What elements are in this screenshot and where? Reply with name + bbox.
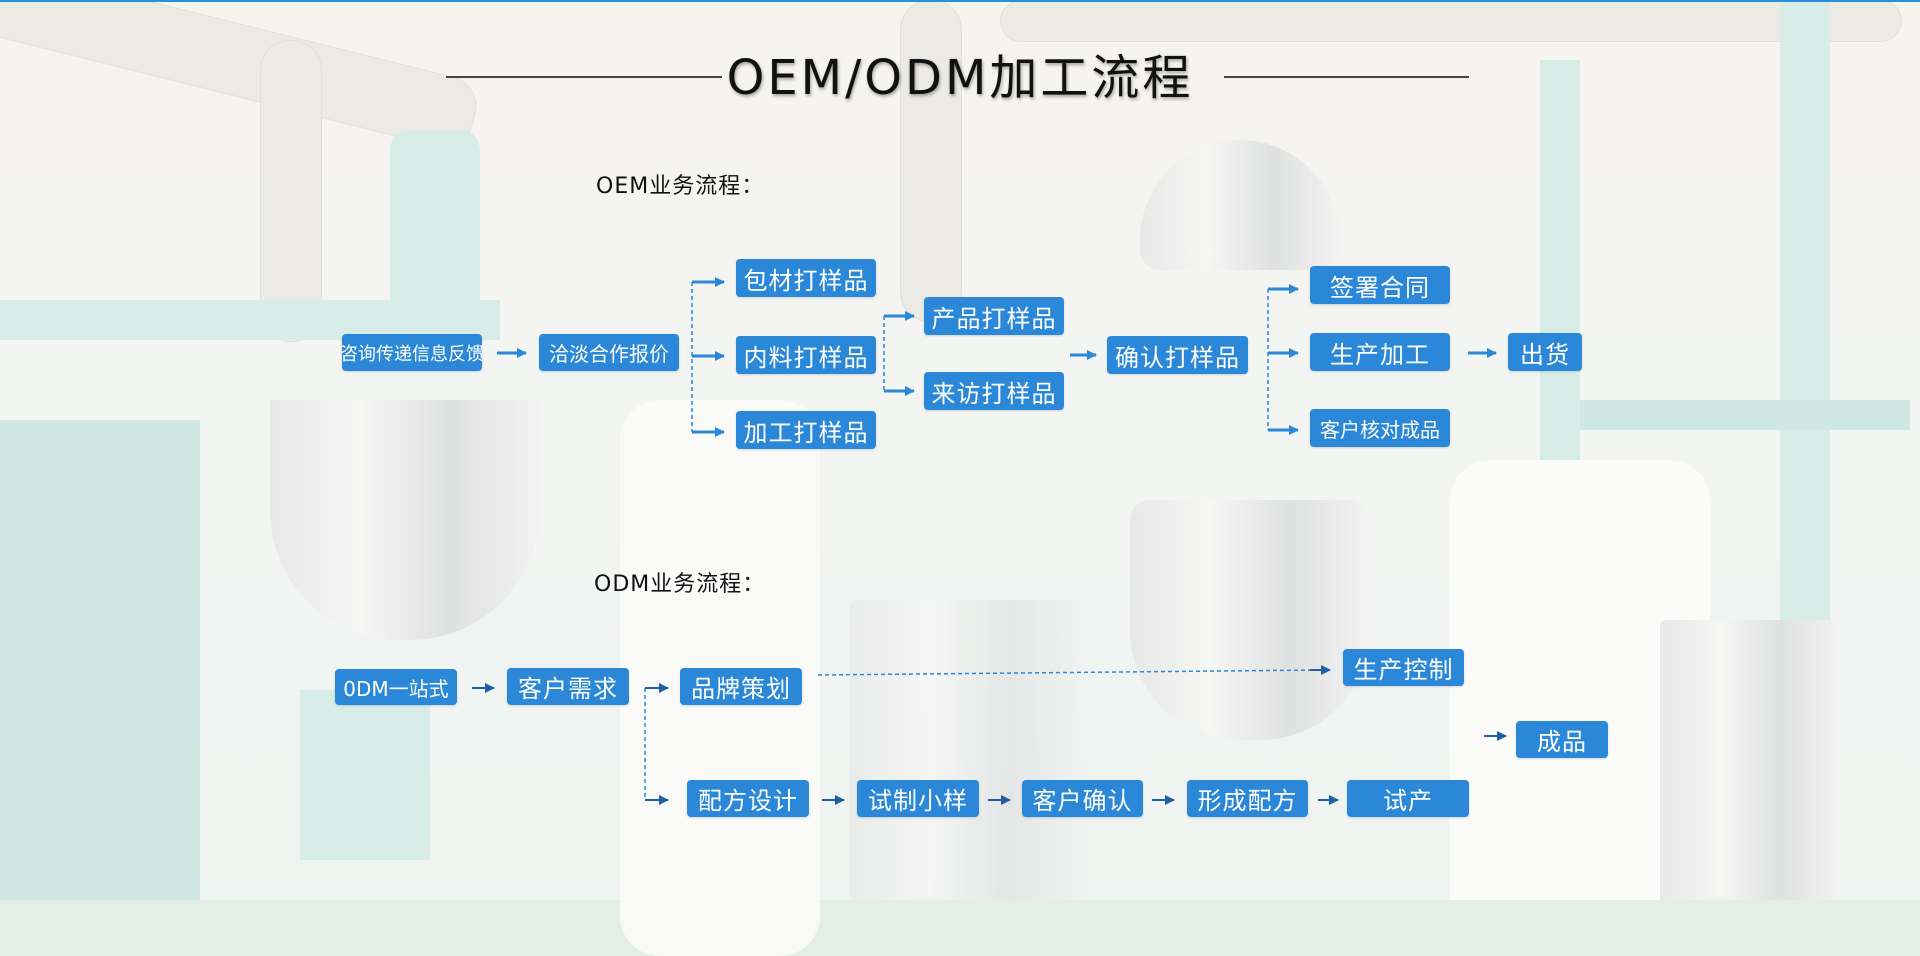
odm-step-one-stop: 0DM一站式 bbox=[335, 669, 457, 705]
odm-step-form-formula: 形成配方 bbox=[1187, 780, 1308, 817]
oem-step-customer-check: 客户核对成品 bbox=[1310, 409, 1450, 447]
oem-step-processing-sample: 加工打样品 bbox=[736, 411, 876, 449]
top-accent-line bbox=[0, 0, 1920, 2]
oem-step-visit-sample: 来访打样品 bbox=[924, 372, 1064, 410]
oem-step-quote: 洽淡合作报价 bbox=[539, 334, 679, 371]
odm-step-formula-design: 配方设计 bbox=[687, 780, 809, 817]
title-divider-left bbox=[446, 76, 722, 78]
oem-step-content-sample: 内料打样品 bbox=[736, 336, 876, 374]
oem-step-sign-contract: 签署合同 bbox=[1310, 266, 1450, 304]
odm-step-trial-sample: 试制小样 bbox=[857, 780, 979, 817]
title-divider-right bbox=[1224, 76, 1469, 78]
oem-step-confirm-sample: 确认打样品 bbox=[1107, 336, 1248, 374]
odm-step-brand-planning: 品牌策划 bbox=[680, 668, 802, 705]
oem-step-product-sample: 产品打样品 bbox=[924, 297, 1064, 335]
odm-step-customer-demand: 客户需求 bbox=[507, 668, 629, 705]
odm-section-label: ODM业务流程： bbox=[594, 572, 766, 597]
odm-step-trial-production: 试产 bbox=[1347, 780, 1469, 817]
oem-step-production: 生产加工 bbox=[1310, 333, 1450, 371]
oem-step-consult: 咨询传递信息反馈 bbox=[340, 334, 484, 371]
oem-step-shipping: 出货 bbox=[1508, 333, 1582, 371]
page-title: OEM/ODM加工流程 bbox=[726, 50, 1194, 106]
odm-step-customer-confirm: 客户确认 bbox=[1022, 780, 1143, 817]
oem-section-label: OEM业务流程： bbox=[596, 174, 765, 199]
odm-step-finished-product: 成品 bbox=[1516, 721, 1608, 758]
oem-step-packaging-sample: 包材打样品 bbox=[736, 259, 876, 297]
odm-step-production-control: 生产控制 bbox=[1343, 649, 1464, 686]
